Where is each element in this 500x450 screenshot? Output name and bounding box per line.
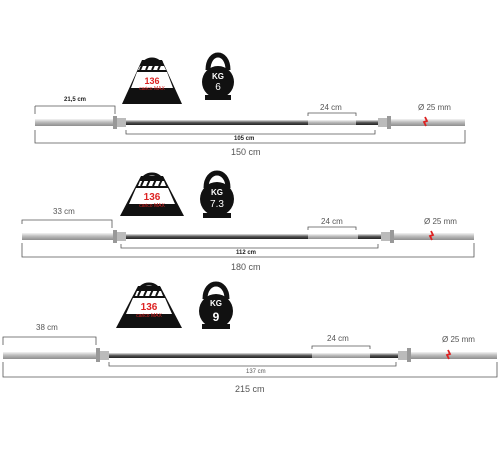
- barbell-3: [3, 348, 497, 362]
- bar-2: [21, 170, 475, 258]
- capacity-value: 136: [144, 76, 160, 86]
- capacity-label: carico MAX: [139, 86, 165, 92]
- grip-length-label: 137 cm: [246, 369, 266, 375]
- bar-1: [34, 52, 466, 144]
- bar-weight: 6: [215, 82, 221, 93]
- barbell-1: [35, 116, 465, 129]
- knurl-length-label: 24 cm: [320, 103, 342, 112]
- capacity-value: 136: [143, 192, 161, 203]
- total-length-label: 150 cm: [231, 147, 261, 157]
- capacity-weight-icon: [116, 282, 182, 328]
- sleeve-length-label: 21,5 cm: [64, 97, 87, 103]
- kg-label: KG: [211, 188, 223, 197]
- barbell-2: [22, 230, 474, 243]
- sleeve-length-label: 38 cm: [36, 323, 58, 332]
- capacity-label: carico MAX: [136, 313, 162, 319]
- diameter-label: Ø 25 mm: [418, 103, 451, 112]
- grip-length-label: 105 cm: [234, 136, 255, 142]
- bar-weight: 7.3: [210, 199, 224, 210]
- total-length-label: 180 cm: [231, 262, 261, 272]
- kettlebell-icon: [199, 281, 233, 329]
- bar-3: [2, 281, 498, 378]
- dimension-lines-3: [2, 336, 498, 378]
- diameter-label: Ø 25 mm: [442, 335, 475, 344]
- knurl-length-label: 24 cm: [327, 334, 349, 343]
- bar-weight: 9: [212, 310, 220, 324]
- knurl-length-label: 24 cm: [321, 217, 343, 226]
- capacity-label: carico MAX: [139, 203, 165, 209]
- kettlebell-icon: [202, 52, 234, 100]
- dimension-lines-1: [34, 105, 466, 144]
- kettlebell-icon: [200, 170, 234, 218]
- kg-label: KG: [210, 299, 222, 308]
- capacity-weight-icon: [122, 57, 182, 104]
- capacity-value: 136: [140, 302, 158, 313]
- kg-label: KG: [212, 72, 224, 81]
- capacity-weight-icon: [120, 172, 184, 216]
- grip-length-label: 112 cm: [236, 250, 257, 256]
- dimension-lines-2: [21, 219, 475, 258]
- sleeve-length-label: 33 cm: [53, 207, 75, 216]
- total-length-label: 215 cm: [235, 384, 265, 394]
- diameter-label: Ø 25 mm: [424, 217, 457, 226]
